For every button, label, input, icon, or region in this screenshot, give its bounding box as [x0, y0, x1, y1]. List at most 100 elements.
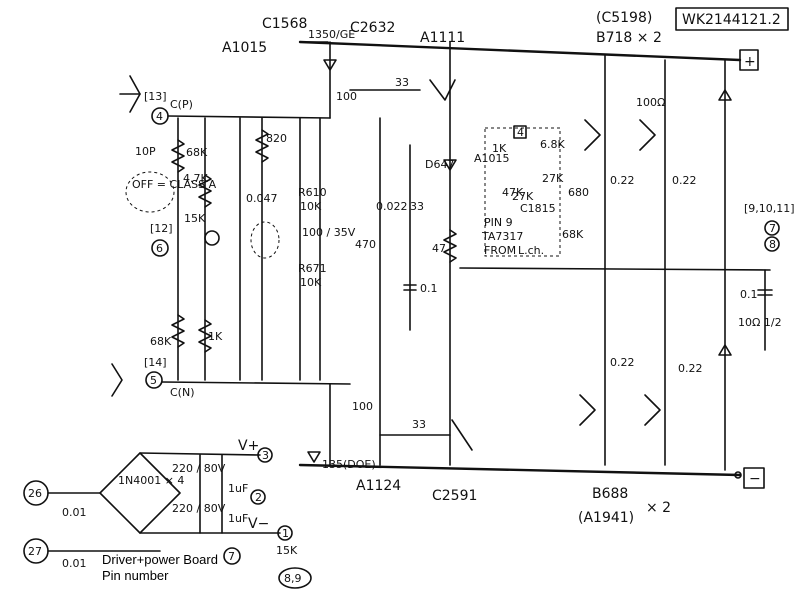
- terminal-minus: [743, 467, 765, 489]
- transistor-a1111: [429, 79, 456, 101]
- label-47k-b: 47K: [502, 186, 524, 199]
- label-b718: B718 × 2: [596, 30, 662, 46]
- label-c100-35v: 100 / 35V: [302, 226, 356, 239]
- label-r671: R671: [298, 262, 327, 275]
- pin-2b-circle: [250, 489, 266, 505]
- pin-89-circle: [278, 567, 312, 589]
- transistor-c2591: [451, 419, 473, 451]
- label-pin13: [13]: [144, 90, 167, 103]
- resistor-820: [255, 129, 269, 163]
- pin-2-circle: [204, 230, 220, 246]
- pin-3-circle: [257, 447, 273, 463]
- label-680: 680: [568, 186, 589, 199]
- label-100-top: 100: [336, 90, 357, 103]
- transistor-b718-b: [639, 119, 656, 151]
- label-a1015b: A1015: [474, 152, 510, 165]
- label-c1568: C1568: [262, 16, 307, 32]
- terminal-minus-node: [734, 471, 742, 479]
- label-1k-b: 1K: [492, 142, 507, 155]
- model-box: [675, 7, 789, 31]
- label-100ohm: 100Ω: [636, 96, 665, 109]
- label-r610: R610: [298, 186, 327, 199]
- label-47k: 4.7K: [183, 172, 208, 185]
- resistor-68k-low: [171, 314, 185, 348]
- label-c01: 0.1: [420, 282, 438, 295]
- label-pin2: 2: [255, 491, 262, 504]
- label-pin27: 27: [28, 545, 42, 558]
- label-15k: 15K: [184, 212, 206, 225]
- label-c0022: 0.022: [376, 200, 408, 213]
- label-1uf-b: 1uF: [228, 512, 248, 525]
- transistor-b718-a: [584, 119, 601, 151]
- pin-4b-box: [513, 125, 527, 139]
- resistor-1k-low: [198, 319, 212, 353]
- label-pin6: 6: [156, 242, 163, 255]
- label-off-class-a: OFF = CLASS A: [132, 178, 217, 191]
- label-10k-b: 10K: [300, 276, 322, 289]
- pin-6-circle: [151, 239, 169, 257]
- label-pin5: 5: [150, 374, 157, 387]
- diode-top-bias: [323, 59, 337, 71]
- label-pin7: 7: [228, 550, 235, 563]
- label-pin3: 3: [262, 449, 269, 462]
- label-a1124: A1124: [356, 478, 401, 494]
- pin-1-circle: [277, 525, 293, 541]
- label-minus: −: [749, 471, 761, 487]
- label-pin12: [12]: [150, 222, 173, 235]
- label-c200-80v: 220 / 80V: [172, 502, 226, 515]
- label-x2: × 2: [646, 500, 671, 516]
- label-33-top: 33: [395, 76, 409, 89]
- label-pin14: [14]: [144, 356, 167, 369]
- transistor-b688-a: [579, 394, 596, 426]
- resistor-68k-top: [171, 139, 185, 173]
- pin-7-circle: [223, 547, 241, 565]
- label-bridge: 1N4001 × 4: [118, 474, 184, 487]
- label-c220-80v: 220 / 80V: [172, 462, 226, 475]
- label-68k-c: 6.8K: [540, 138, 565, 151]
- label-pin4b: 4: [517, 126, 524, 139]
- input-bus-top: [167, 115, 331, 119]
- input-transistor-bottom: [111, 363, 123, 397]
- label-pin9: PIN 9: [484, 216, 513, 229]
- label-27k-a: 27K: [542, 172, 564, 185]
- label-c10p: 10P: [135, 145, 156, 158]
- transistor-b688-b: [644, 394, 661, 426]
- label-model: WK2144121.2: [682, 12, 781, 28]
- label-022-d: 0.22: [678, 362, 703, 375]
- label-1uf-a: 1uF: [228, 482, 248, 495]
- diode-rail-bottom: [718, 344, 732, 356]
- label-c0047: 0.047: [246, 192, 278, 205]
- diode-d647: [443, 159, 457, 171]
- label-bias-top: 1350/GE: [308, 28, 355, 41]
- label-d647: D647: [425, 158, 454, 171]
- pin-7b-circle: [764, 220, 780, 236]
- legend-line-2: Pin number: [102, 568, 169, 583]
- output-node-line: [459, 267, 771, 271]
- label-820: 820: [266, 132, 287, 145]
- legend-line-1: Driver+power Board: [102, 552, 218, 567]
- label-ta7317: TA7317: [481, 230, 523, 243]
- label-vplus: V+: [238, 438, 259, 454]
- label-c01-b: 0.1: [740, 288, 758, 301]
- bridge-rectifier: [99, 452, 181, 534]
- pin-8-circle: [764, 236, 780, 252]
- label-33-bot: 33: [412, 418, 426, 431]
- label-100-bot: 100: [352, 400, 373, 413]
- label-a1941: (A1941): [578, 510, 634, 526]
- label-470: 470: [355, 238, 376, 251]
- label-c2591: C2591: [432, 488, 477, 504]
- negative-rail: [298, 463, 742, 477]
- label-cn: C(N): [170, 386, 195, 399]
- pin-5-circle: [145, 371, 163, 389]
- label-pin4: 4: [156, 110, 163, 123]
- label-27k-b: 27K: [512, 190, 534, 203]
- label-a1015: A1015: [222, 40, 267, 56]
- resistor-47k: [198, 174, 212, 208]
- transistor-bubble: [250, 221, 280, 259]
- protection-block: [484, 127, 561, 257]
- label-lch: L.ch.: [518, 244, 544, 257]
- label-a1111: A1111: [420, 30, 465, 46]
- label-001-a: 0.01: [62, 506, 87, 519]
